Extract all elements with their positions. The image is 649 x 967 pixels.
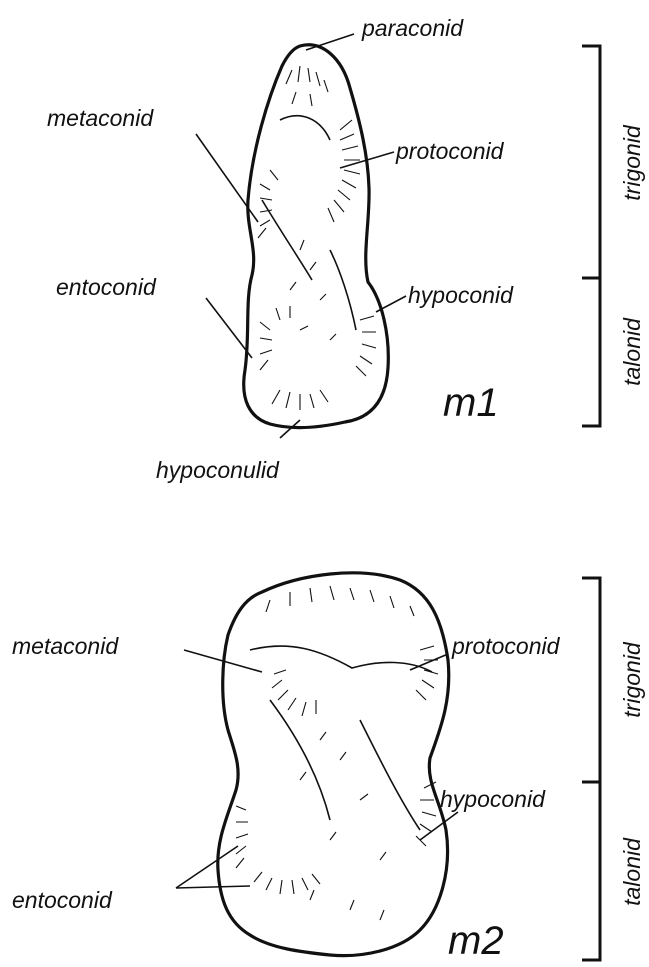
bracket-m2-trigonid	[582, 578, 600, 782]
label-m2-talonid: talonid	[619, 837, 645, 906]
label-m2-metaconid: metaconid	[12, 633, 119, 659]
label-m1-hypoconid: hypoconid	[408, 282, 514, 308]
m1-crown-outline	[244, 45, 389, 428]
label-m1-protoconid: protoconid	[395, 138, 505, 164]
m2-region-brackets	[582, 578, 600, 960]
leader-m2-entoconid-upper	[176, 846, 238, 888]
leader-m1-paraconid	[306, 34, 354, 50]
label-m1-paraconid: paraconid	[361, 15, 464, 41]
m1-inner-ridge	[262, 116, 356, 330]
leader-m2-entoconid-lower	[176, 886, 250, 888]
label-m1-hypoconulid: hypoconulid	[156, 457, 280, 483]
m2-tooth	[218, 573, 449, 956]
bracket-m1-talonid	[582, 278, 600, 426]
label-m2-protoconid: protoconid	[451, 633, 561, 659]
label-m1-trigonid: trigonid	[619, 124, 645, 201]
m2-enamel-hatching	[236, 586, 438, 920]
leader-m2-protoconid	[410, 654, 448, 670]
label-m2-tooth: m2	[448, 919, 504, 963]
m1-leader-lines	[196, 34, 406, 438]
m1-region-brackets	[582, 46, 600, 426]
label-m1-entoconid: entoconid	[56, 274, 157, 300]
bracket-m2-talonid	[582, 782, 600, 960]
label-m2-hypoconid: hypoconid	[440, 786, 546, 812]
label-m1-metaconid: metaconid	[47, 105, 154, 131]
label-m1-tooth: m1	[443, 381, 499, 425]
leader-m1-metaconid	[196, 134, 258, 222]
m2-crown-outline	[218, 573, 449, 956]
m1-tooth	[244, 45, 389, 428]
leader-m1-entoconid	[206, 298, 252, 358]
bracket-m1-trigonid	[582, 46, 600, 278]
label-m1-talonid: talonid	[619, 317, 645, 386]
m2-inner-ridge	[250, 646, 432, 830]
label-m2-entoconid: entoconid	[12, 887, 113, 913]
label-m2-trigonid: trigonid	[619, 641, 645, 718]
leader-m2-hypoconid	[420, 812, 458, 840]
